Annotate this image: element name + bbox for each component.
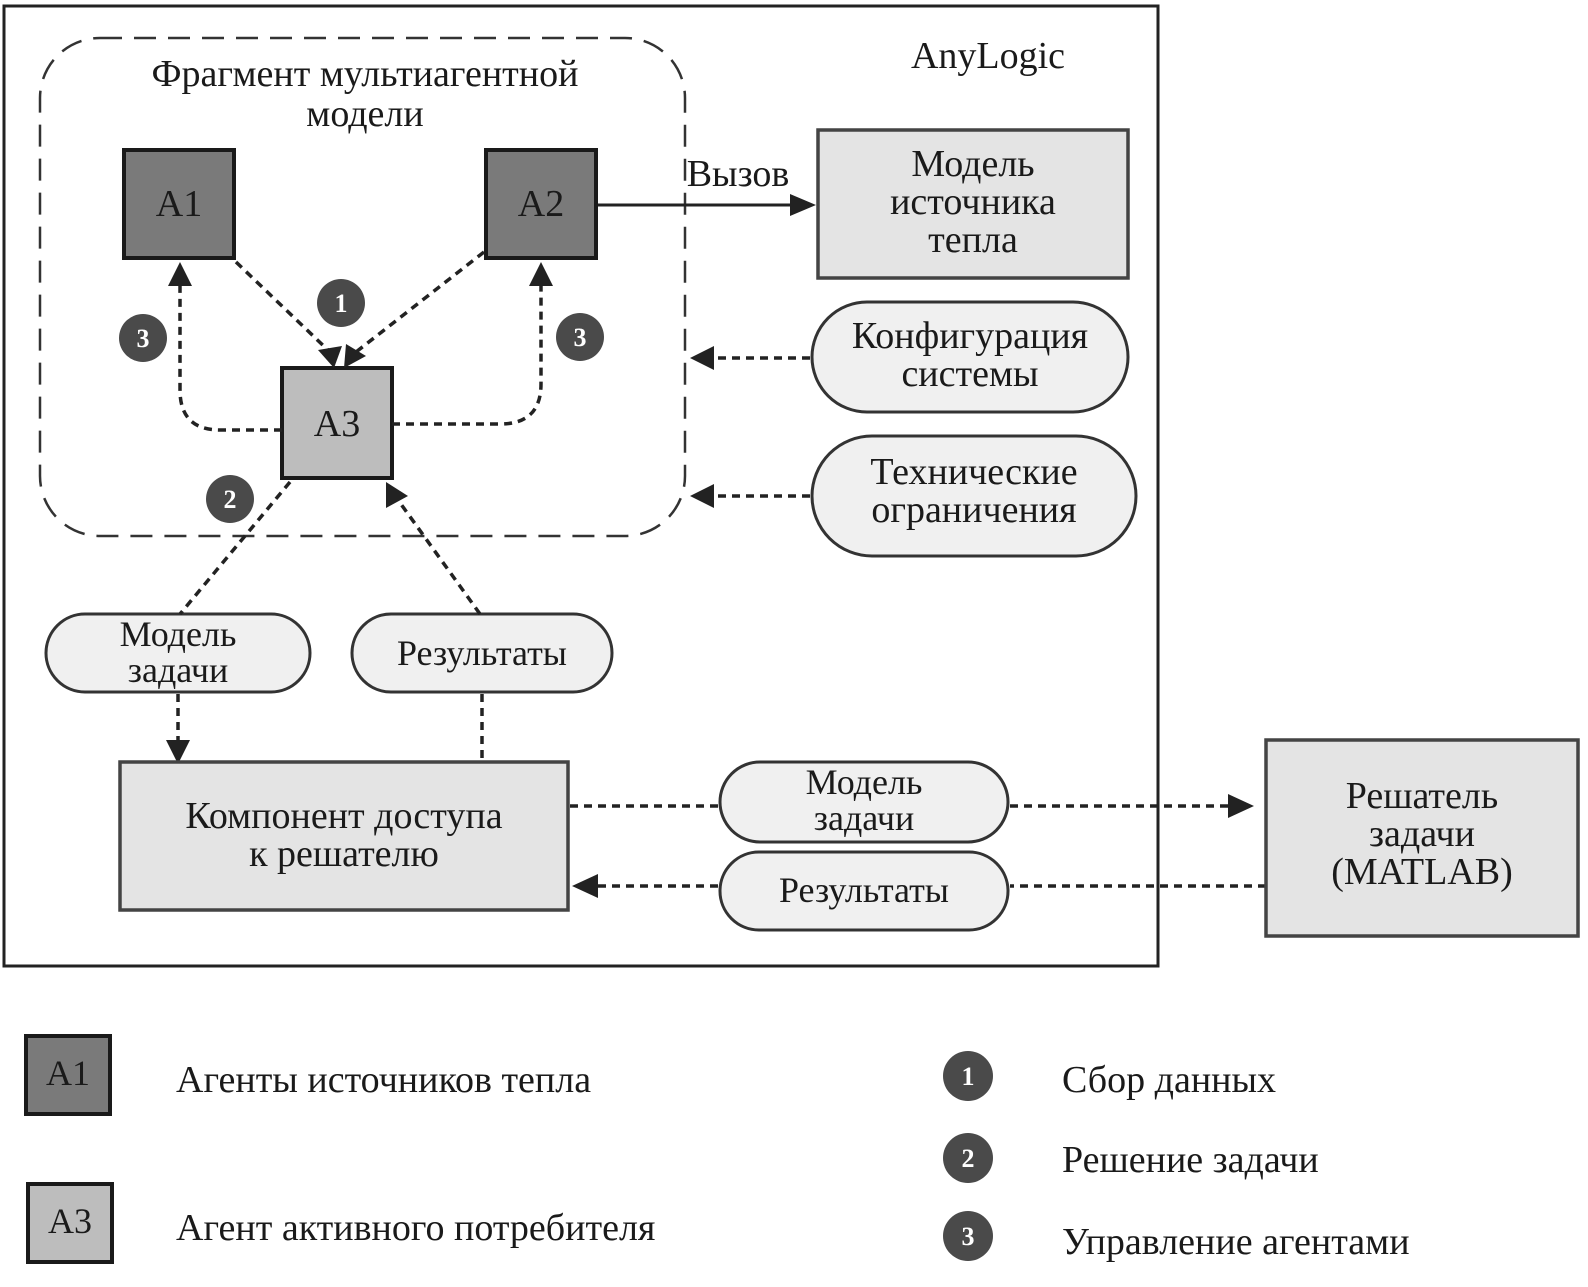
agent-a3-label: A3	[314, 403, 360, 445]
svg-text:задачи: задачи	[1369, 813, 1475, 855]
legend-text-a1: Агенты источников тепла	[176, 1059, 591, 1101]
svg-text:Компонент доступа: Компонент доступа	[185, 795, 502, 837]
svg-text:к решателю: к решателю	[249, 833, 439, 875]
legend-text-a3: Агент активного потребителя	[176, 1207, 655, 1249]
svg-text:(MATLAB): (MATLAB)	[1331, 851, 1513, 893]
svg-text:Модель: Модель	[806, 762, 923, 802]
heat-source-model[interactable]: Модель источника тепла	[816, 128, 1130, 280]
svg-text:2: 2	[224, 485, 237, 514]
arrowhead-config	[690, 346, 714, 370]
svg-text:Конфигурация: Конфигурация	[852, 315, 1088, 357]
svg-text:системы: системы	[901, 353, 1038, 395]
anylogic-frame	[2, 4, 1160, 968]
arrowhead-a1-a3	[318, 346, 342, 368]
results-pill-right[interactable]: Результаты	[718, 850, 1010, 932]
arrowhead-results-access	[572, 874, 598, 898]
svg-text:Технические: Технические	[870, 451, 1077, 493]
svg-text:тепла: тепла	[928, 219, 1018, 261]
legend-item-collect: 1 Сбор данных	[943, 1051, 1276, 1101]
solver-access-component[interactable]: Компонент доступа к решателю	[118, 760, 570, 912]
svg-text:3: 3	[137, 324, 150, 353]
solver-matlab[interactable]: Решатель задачи (MATLAB)	[1264, 738, 1580, 938]
task-model-pill-left[interactable]: Модель задачи	[44, 612, 312, 694]
svg-text:Решатель: Решатель	[1346, 775, 1498, 817]
fragment-label-line1: Фрагмент мультиагентной	[152, 53, 579, 95]
svg-text:Результаты: Результаты	[779, 870, 949, 910]
arrow-results-to-a3	[396, 498, 482, 616]
task-model-pill-right[interactable]: Модель задачи	[718, 760, 1010, 844]
legend-item-consumer-agent: A3 Агент активного потребителя	[26, 1182, 655, 1264]
badge-collect: 1	[317, 279, 365, 327]
legend-swatch-a1	[24, 1034, 112, 1116]
svg-text:Модель: Модель	[120, 614, 237, 654]
svg-text:Решение задачи: Решение задачи	[1062, 1139, 1319, 1181]
arrowhead-a3-a1	[168, 262, 192, 286]
call-arrowhead	[790, 194, 816, 216]
svg-text:задачи: задачи	[814, 798, 914, 838]
svg-text:1: 1	[962, 1062, 975, 1091]
badge-solve: 2	[206, 475, 254, 523]
legend: A1 Агенты источников тепла A3 Агент акти…	[24, 1034, 1410, 1264]
arrowhead-results-a3	[386, 482, 408, 508]
arrow-a3-to-task-model	[178, 480, 292, 616]
badge-manage-right: 3	[556, 313, 604, 361]
agent-a2-label: A2	[518, 183, 564, 225]
legend-item-manage: 3 Управление агентами	[943, 1211, 1410, 1263]
svg-text:A3: A3	[48, 1201, 92, 1241]
svg-text:Результаты: Результаты	[397, 633, 567, 673]
arrowhead-task-model-access	[166, 740, 190, 764]
legend-item-solve: 2 Решение задачи	[943, 1133, 1319, 1183]
anylogic-title: AnyLogic	[911, 35, 1065, 77]
svg-text:задачи: задачи	[128, 650, 228, 690]
svg-text:3: 3	[574, 323, 587, 352]
svg-text:A1: A1	[46, 1053, 90, 1093]
arrowhead-task-model-solver	[1228, 794, 1254, 818]
svg-text:Управление агентами: Управление агентами	[1062, 1221, 1410, 1263]
svg-text:Сбор данных: Сбор данных	[1062, 1059, 1276, 1101]
arrow-a1-to-a3	[234, 260, 332, 354]
legend-item-heat-agents: A1 Агенты источников тепла	[24, 1034, 591, 1116]
agent-a1[interactable]: A1	[122, 148, 236, 260]
system-config-pill[interactable]: Конфигурация системы	[810, 300, 1130, 414]
fragment-label-line2: модели	[306, 93, 423, 135]
agent-a3[interactable]: A3	[280, 366, 394, 480]
svg-text:3: 3	[962, 1222, 975, 1251]
arrow-a2-to-a3	[354, 250, 486, 354]
legend-swatch-a3	[26, 1182, 114, 1264]
results-pill-left[interactable]: Результаты	[350, 612, 614, 694]
svg-text:Модель: Модель	[911, 143, 1034, 185]
tech-constraints-pill[interactable]: Технические ограничения	[810, 434, 1138, 558]
agent-a2[interactable]: A2	[484, 148, 598, 260]
arrow-a3-to-a2	[392, 285, 543, 426]
call-label: Вызов	[687, 153, 790, 195]
svg-text:1: 1	[335, 289, 348, 318]
svg-text:2: 2	[962, 1144, 975, 1173]
badge-manage-left: 3	[119, 314, 167, 362]
svg-text:ограничения: ограничения	[871, 489, 1076, 531]
arrowhead-a2-a3	[344, 344, 366, 368]
arrow-a3-to-a1	[178, 285, 282, 432]
svg-text:источника: источника	[890, 181, 1056, 223]
arrowhead-a3-a2	[529, 262, 553, 286]
agent-a1-label: A1	[156, 183, 202, 225]
arrowhead-constraints	[690, 484, 714, 508]
